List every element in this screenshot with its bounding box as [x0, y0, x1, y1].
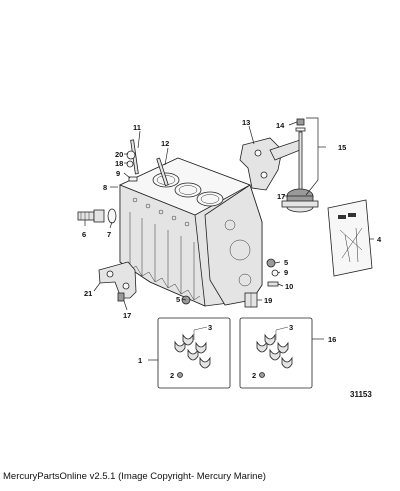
bearing-caps-right [239, 317, 313, 389]
bearing-caps-left [157, 317, 231, 389]
callout-labels: 1 2 3 4 5 6 7 8 9 10 11 12 13 14 15 16 1… [82, 118, 382, 399]
callout-17-mount: 17 [277, 192, 285, 201]
callout-12: 12 [161, 139, 169, 148]
callout-16: 16 [328, 335, 336, 344]
callout-3-right: 3 [289, 323, 293, 332]
figure-number: 31153 [350, 390, 372, 399]
callout-10: 10 [285, 282, 293, 291]
callout-20: 20 [115, 150, 123, 159]
callout-5-lower: 5 [176, 295, 180, 304]
callout-9-lower: 9 [284, 268, 288, 277]
callout-13: 13 [242, 118, 250, 127]
sender-fitting [77, 208, 117, 224]
callout-17: 17 [123, 311, 131, 320]
callout-14: 14 [276, 121, 285, 130]
callout-2-right: 2 [252, 371, 256, 380]
callout-11: 11 [133, 123, 141, 132]
callout-7: 7 [107, 230, 111, 239]
engine-block [118, 157, 263, 307]
callout-19: 19 [264, 296, 272, 305]
callout-18: 18 [115, 159, 123, 168]
callout-1: 1 [138, 356, 142, 365]
callout-2: 2 [170, 371, 174, 380]
lifting-bracket [239, 137, 301, 191]
callout-8: 8 [103, 183, 107, 192]
callout-15: 15 [338, 143, 346, 152]
callout-4: 4 [377, 235, 382, 244]
callout-5: 5 [284, 258, 288, 267]
front-mount-bracket [98, 261, 137, 302]
callout-9: 9 [116, 169, 120, 178]
callout-3: 3 [208, 323, 212, 332]
dipstick-tubes [126, 139, 169, 187]
engine-mount [281, 118, 319, 213]
callout-21: 21 [84, 289, 92, 298]
callout-6: 6 [82, 230, 86, 239]
leader-lines [84, 117, 374, 361]
copyright-footer: MercuryPartsOnline v2.5.1 (Image Copyrig… [3, 471, 266, 482]
parts-bag [327, 199, 373, 277]
